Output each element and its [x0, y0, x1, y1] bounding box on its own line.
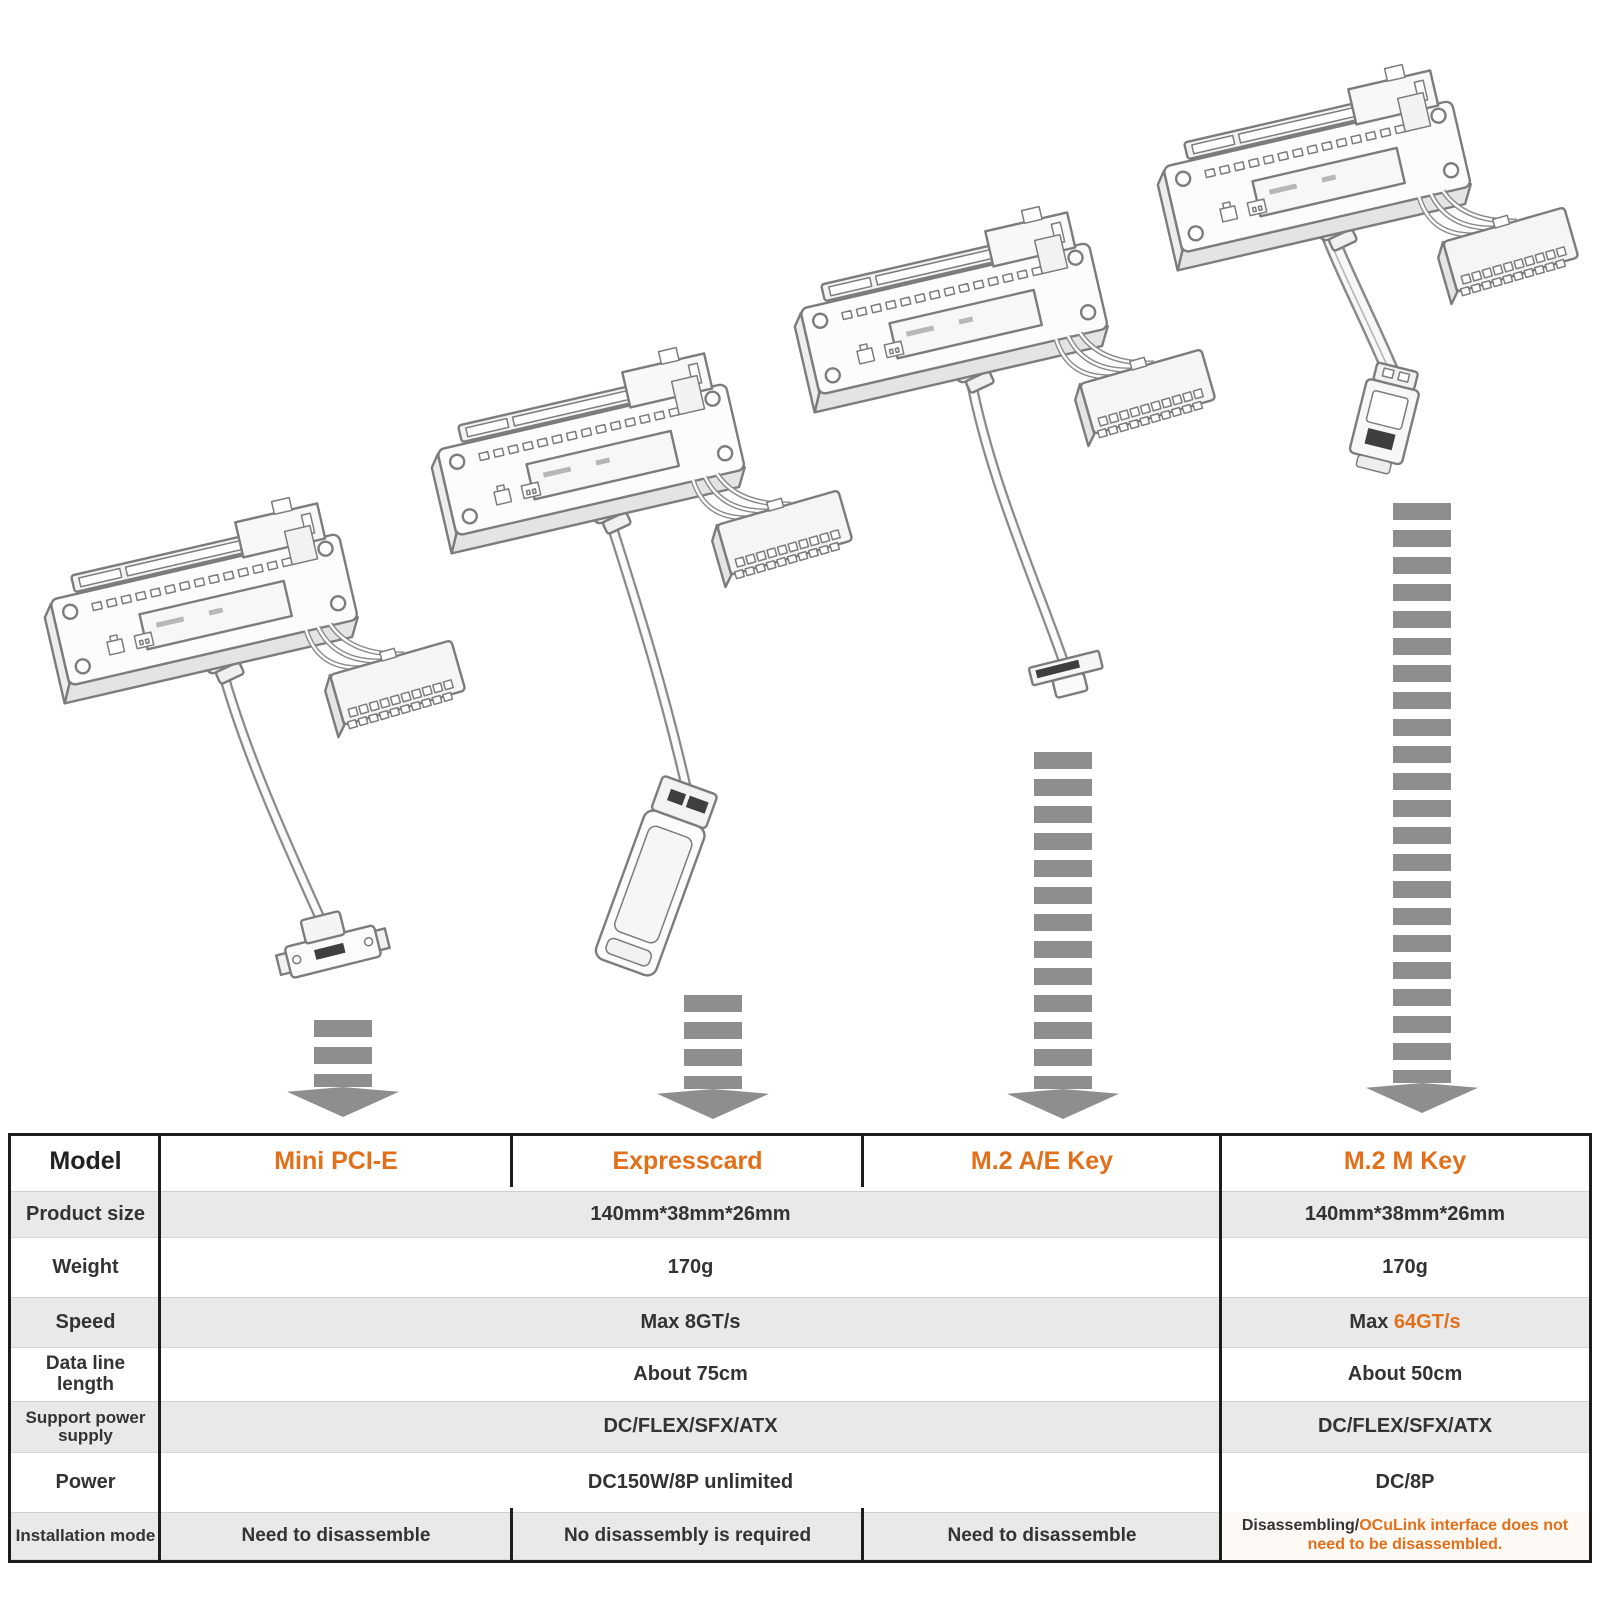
cell-power-shared: DC150W/8P unlimited: [160, 1453, 1221, 1508]
arrow-stem: [314, 1074, 372, 1087]
diagram-mini-pcie: [30, 440, 520, 979]
cell-data-line-length-shared: About 75cm: [160, 1348, 1221, 1397]
arrowhead-icon: [1366, 1083, 1478, 1113]
header-divider-1: [510, 1136, 513, 1187]
down-arrow-m2-m-key: [1366, 503, 1478, 1113]
cell-installation-m2-ae-key: Need to disassemble: [863, 1508, 1221, 1560]
arrowhead-icon: [1007, 1089, 1119, 1119]
header-divider-2: [861, 1136, 864, 1187]
cell-installation-mini-pcie: Need to disassemble: [160, 1508, 512, 1560]
row-label-installation-mode: Installation mode: [11, 1508, 160, 1560]
column-header-m2-m-key: M.2 M Key: [1221, 1136, 1589, 1187]
arrowhead-icon: [657, 1089, 769, 1119]
row-label-data-line-length: Data line length: [11, 1348, 160, 1397]
arrow-stem: [1393, 1070, 1451, 1083]
installation-dark-text: Disassembling/: [1241, 1517, 1360, 1535]
cell-speed-m2m: Max 64GT/s: [1221, 1293, 1589, 1348]
cell-support-power-supply-m2m: DC/FLEX/SFX/ATX: [1221, 1397, 1589, 1453]
table-corner-model: Model: [11, 1136, 160, 1187]
expresscard-connector: [594, 775, 718, 977]
down-arrow-mini-pcie: [287, 1020, 399, 1117]
down-arrow-expresscard: [657, 995, 769, 1119]
arrow-bars: [1393, 503, 1451, 1060]
m2-ae-connector: [1027, 649, 1104, 699]
cell-power-m2m: DC/8P: [1221, 1453, 1589, 1508]
cell-data-line-length-m2m: About 50cm: [1221, 1348, 1589, 1397]
arrowhead-icon: [287, 1087, 399, 1117]
cell-speed-shared: Max 8GT/s: [160, 1293, 1221, 1348]
row-label-weight: Weight: [11, 1238, 160, 1293]
arrow-stem: [1034, 1076, 1092, 1089]
cell-product-size-m2m: 140mm*38mm*26mm: [1221, 1187, 1589, 1238]
oculink-connector: [1348, 361, 1420, 475]
cell-weight-m2m: 170g: [1221, 1238, 1589, 1293]
row-label-support-power-supply: Support power supply: [11, 1397, 160, 1453]
diagram-m2-m-key: [1143, 7, 1600, 475]
row-label-power: Power: [11, 1453, 160, 1508]
down-arrow-m2-ae-key: [1007, 752, 1119, 1119]
column-header-m2-ae-key: M.2 A/E Key: [863, 1136, 1221, 1187]
column-header-mini-pcie: Mini PCI-E: [160, 1136, 512, 1187]
cell-support-power-supply-shared: DC/FLEX/SFX/ATX: [160, 1397, 1221, 1453]
column-header-expresscard: Expresscard: [512, 1136, 863, 1187]
cell-product-size-shared: 140mm*38mm*26mm: [160, 1187, 1221, 1238]
diagram-m2-ae-key: [780, 149, 1270, 699]
cell-weight-shared: 170g: [160, 1238, 1221, 1293]
installation-divider-1: [510, 1508, 513, 1560]
arrow-bars: [684, 995, 742, 1066]
arrow-stem: [684, 1076, 742, 1089]
table-divider-labels: [158, 1136, 161, 1560]
spec-comparison-table: Model Mini PCI-E Expresscard M.2 A/E Key…: [8, 1133, 1592, 1563]
cell-installation-expresscard: No disassembly is required: [512, 1508, 863, 1560]
mini-pcie-connector: [274, 910, 391, 979]
row-label-product-size: Product size: [11, 1187, 160, 1238]
table-divider-m2m: [1219, 1136, 1222, 1560]
speed-prefix: Max: [1349, 1310, 1394, 1333]
diagram-expresscard: [417, 290, 907, 977]
arrow-bars: [314, 1020, 372, 1064]
arrow-bars: [1034, 752, 1092, 1066]
row-label-speed: Speed: [11, 1293, 160, 1348]
installation-orange-text: OCuLink interface does not need to be di…: [1307, 1517, 1569, 1553]
cell-installation-m2-m-key: Disassembling/OCuLink interface does not…: [1221, 1508, 1589, 1560]
speed-highlight: 64GT/s: [1393, 1310, 1461, 1333]
installation-divider-2: [861, 1508, 864, 1560]
